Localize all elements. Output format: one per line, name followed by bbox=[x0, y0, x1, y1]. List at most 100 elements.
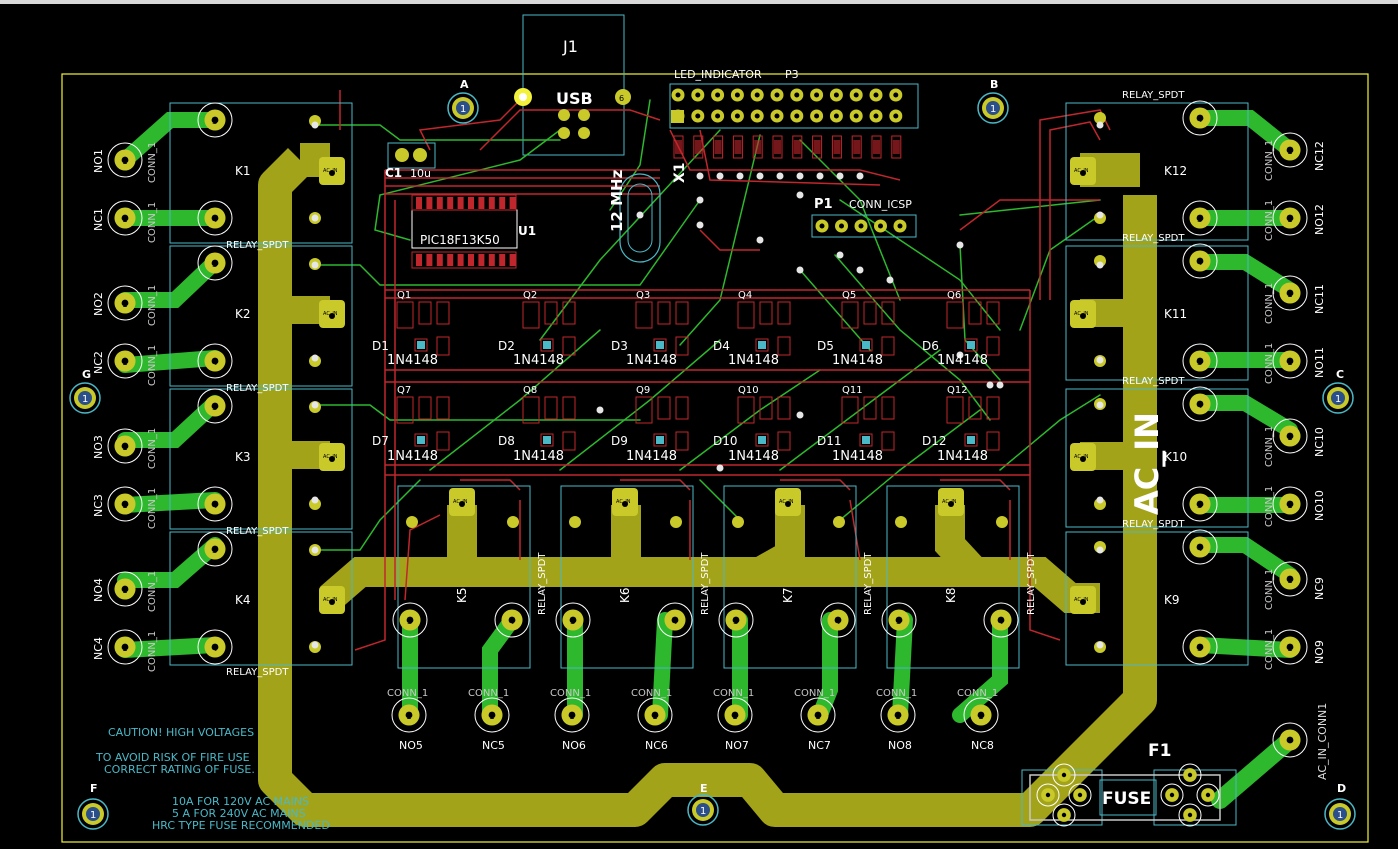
via-23 bbox=[836, 172, 844, 180]
transistors_row1-body-1 bbox=[522, 301, 540, 329]
terminal-NC10-label: NC10 bbox=[1313, 427, 1326, 457]
p3-pin-bottom-drill-8 bbox=[814, 113, 820, 119]
transistors_row1-body-0 bbox=[396, 301, 414, 329]
terminal-NO5-label: NO5 bbox=[399, 739, 423, 752]
via-14 bbox=[1096, 546, 1104, 554]
relay-K1-ref: K1 bbox=[235, 164, 251, 178]
terminal-NC4-num: 1 bbox=[122, 644, 128, 654]
terminal-NC7-num: 1 bbox=[815, 712, 821, 722]
transistors_row1-res-b-4 bbox=[881, 301, 895, 325]
diodes_row2-part-5: 1N4148 bbox=[937, 449, 988, 464]
diodes_row1-label-0: D1 bbox=[372, 339, 389, 353]
fuse-right-pad-2-drill bbox=[1187, 772, 1193, 778]
ac-in-conn-pad-drill bbox=[1286, 736, 1294, 744]
terminal-NO12-ring bbox=[1272, 200, 1308, 236]
diodes_row1-mark-3 bbox=[758, 341, 766, 349]
terminal-NO5-num: 1 bbox=[406, 712, 412, 722]
diodes_row2-res-1 bbox=[562, 431, 576, 451]
c1-pads bbox=[395, 148, 427, 162]
led-resistor-11 bbox=[871, 135, 882, 159]
terminal-NO12-num: 1 bbox=[1287, 215, 1293, 225]
mounting-hole-C-pin: 1 bbox=[1335, 394, 1341, 405]
relay-K6-pin-a bbox=[569, 516, 581, 528]
u1-pad-top-1 bbox=[416, 197, 422, 209]
transistors_row1-label-3: Q4 bbox=[738, 290, 752, 301]
transistors_row1-res-a-2 bbox=[657, 301, 671, 325]
relay-K2-coil-pad-label: AC_IN bbox=[323, 311, 338, 317]
vias-layer bbox=[311, 121, 1104, 649]
u1-pad-top-7 bbox=[478, 197, 485, 209]
mounting-hole-C-label: C bbox=[1336, 368, 1344, 381]
diodes_row1-body-5 bbox=[964, 338, 978, 352]
relay-K7-pin-a bbox=[732, 516, 744, 528]
terminal-NO7-label: NO7 bbox=[725, 739, 749, 752]
transistors_row1-res-a-3 bbox=[759, 301, 773, 325]
relay-K2-pin4-num: 4 bbox=[212, 358, 218, 368]
diodes_row1-label-1: D2 bbox=[498, 339, 515, 353]
mounting-hole-G-drill bbox=[78, 391, 92, 405]
via-12 bbox=[1096, 401, 1104, 409]
p3-label: LED_INDICATOR bbox=[674, 68, 762, 81]
fuse-right-pad-1-ring bbox=[1160, 783, 1184, 807]
u1-pad-top-3 bbox=[436, 197, 443, 209]
caution-line-6: HRC TYPE FUSE RECOMMENDED bbox=[152, 819, 330, 832]
diodes_row1-label-4: D5 bbox=[817, 339, 834, 353]
terminal-NO11-num: 1 bbox=[1287, 358, 1293, 368]
p3-pin-top-drill-12 bbox=[893, 92, 899, 98]
transistors_row1-res-b-1 bbox=[562, 301, 576, 325]
terminal-NC5-conn: CONN_1 bbox=[468, 688, 509, 699]
transistors_row2-res-a-2 bbox=[657, 396, 671, 420]
caution-line-5: 5 A FOR 240V AC MAINS bbox=[172, 807, 306, 820]
via-36 bbox=[986, 381, 994, 389]
fuse-right-pad-3-drill bbox=[1187, 812, 1193, 818]
relay-K1-pin4-drill bbox=[211, 214, 219, 222]
terminal-NC8-drill bbox=[977, 711, 985, 719]
led-resistor-body-2 bbox=[694, 140, 702, 154]
relay-K8-ref: K8 bbox=[944, 587, 958, 603]
relay-K3-coil-pad-label: AC_IN bbox=[323, 454, 338, 460]
via-2 bbox=[311, 261, 319, 269]
mounting-hole-D bbox=[1324, 798, 1356, 830]
terminal-NC4-conn: CONN_1 bbox=[147, 631, 158, 672]
relay-K3-pin3-num: 3 bbox=[212, 403, 218, 413]
relay-K6-pin3-drill bbox=[569, 616, 577, 624]
led-resistor-8 bbox=[812, 135, 823, 159]
relay-K12-ref: K12 bbox=[1164, 164, 1187, 178]
mounting-hole-C-drill bbox=[1331, 391, 1345, 405]
relay-K6-pin4-ring bbox=[657, 602, 693, 638]
via-5 bbox=[311, 496, 319, 504]
relay-K4-pin3-ring bbox=[197, 531, 233, 567]
transistors_row1-body-4 bbox=[841, 301, 859, 329]
relay-K1-pin3-ring bbox=[197, 102, 233, 138]
terminal-NO7-ring bbox=[717, 697, 753, 733]
via-39 bbox=[996, 381, 1004, 389]
terminal-NO5-conn: CONN_1 bbox=[387, 688, 428, 699]
mounting-hole-A bbox=[447, 92, 479, 124]
relay-K12-pin3-num: 3 bbox=[1197, 215, 1203, 225]
diodes_row2-part-2: 1N4148 bbox=[626, 449, 677, 464]
ac-in-label: AC_IN bbox=[1128, 412, 1166, 515]
transistors_row2-label-3: Q10 bbox=[738, 385, 759, 396]
transistors_row1-res-b-5 bbox=[986, 301, 1000, 325]
led-resistor-1 bbox=[673, 135, 684, 159]
terminal-NO5-ring bbox=[391, 697, 427, 733]
via-18 bbox=[736, 172, 744, 180]
mounting-hole-B-drill bbox=[986, 101, 1000, 115]
relay-K3-pin4-ring bbox=[197, 486, 233, 522]
relay-K8-pin4-num: 4 bbox=[998, 617, 1004, 627]
u1-pad-bottom-2 bbox=[426, 254, 433, 266]
terminal-NC5-num: 1 bbox=[489, 712, 495, 722]
diodes_row2-body-5 bbox=[964, 433, 978, 447]
transistors_row1-res-b-0 bbox=[436, 301, 450, 325]
relay-K10-pin4-num: 4 bbox=[1197, 401, 1203, 411]
p1-pin-drill-3 bbox=[858, 223, 864, 229]
relay-K6-coil-pad-drill bbox=[622, 501, 628, 507]
terminal-NC5-drill bbox=[488, 711, 496, 719]
led-resistor-3 bbox=[713, 135, 724, 159]
relay-K3-pin4-drill bbox=[211, 500, 219, 508]
terminal-NO8-ring bbox=[880, 697, 916, 733]
terminal-NC9-drill bbox=[1286, 575, 1294, 583]
relay-K9-pin4-ring bbox=[1182, 529, 1218, 565]
mounting-hole-G-label: G bbox=[82, 368, 91, 381]
led-resistor-body-5 bbox=[754, 140, 762, 154]
